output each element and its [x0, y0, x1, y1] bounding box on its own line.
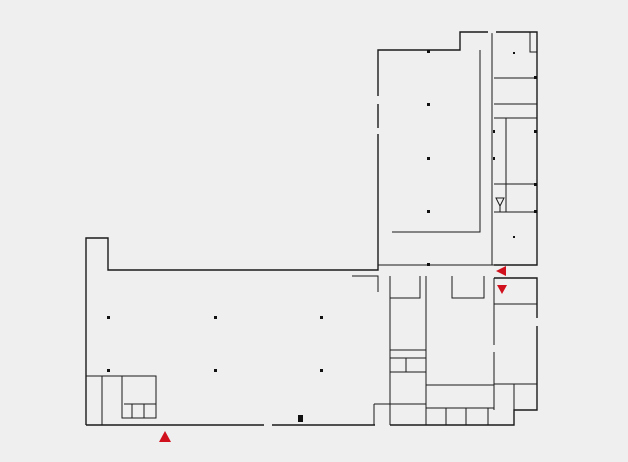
entrance-markers[interactable] — [159, 266, 507, 442]
central-block-walls — [352, 275, 537, 425]
north-wing-walls — [378, 32, 537, 266]
southwest-rooms-walls — [86, 375, 157, 425]
building-outline — [85, 31, 538, 426]
triangle-down-icon[interactable] — [497, 285, 507, 294]
columns — [107, 50, 537, 422]
triangle-left-icon[interactable] — [496, 266, 506, 276]
triangle-up-icon[interactable] — [159, 431, 171, 442]
stair-symbol — [495, 197, 505, 212]
door-openings — [264, 30, 539, 427]
